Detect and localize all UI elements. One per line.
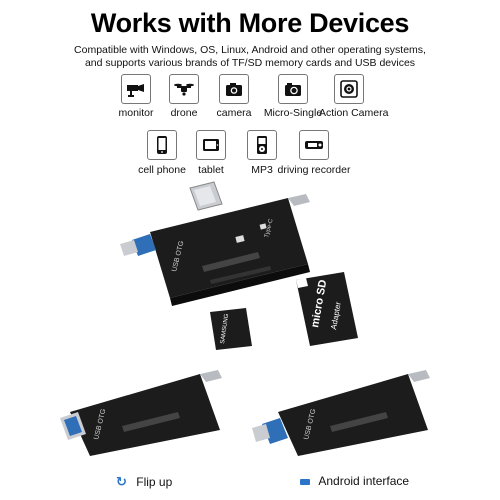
device-label-driving-recorder: driving recorder — [277, 164, 351, 176]
android-interface-caption: Android interface — [300, 474, 409, 488]
micro-usb-connector — [120, 234, 156, 256]
camera-icon — [219, 74, 249, 104]
sd-adapter: micro SD Adapter — [296, 272, 358, 346]
device-label-action-camera: Action Camera — [319, 107, 389, 119]
flip-up-caption: ↻ Flip up — [116, 474, 172, 490]
device-label-monitor: monitor — [118, 107, 154, 119]
device-label-tablet: tablet — [198, 164, 224, 176]
action-camera-icon — [334, 74, 364, 104]
driving-recorder-icon — [299, 130, 329, 160]
tablet-icon — [196, 130, 226, 160]
device-label-micro-single: Micro-Single — [263, 107, 323, 119]
android-interface-label: Android interface — [318, 474, 410, 488]
reader-body — [150, 198, 308, 298]
drone-icon — [169, 74, 199, 104]
card-reader-android-illustration: USB OTG — [252, 370, 430, 456]
device-label-cell-phone: cell phone — [138, 164, 186, 176]
flip-arrow-icon: ↻ — [116, 474, 127, 489]
monitor-icon — [121, 74, 151, 104]
subtitle-line-2: and supports various brands of TF/SD mem… — [84, 56, 416, 69]
usb-a-connector — [189, 181, 223, 211]
type-c-label: Type-C — [264, 218, 275, 239]
android-plug-icon — [300, 478, 310, 485]
device-label-drone: drone — [170, 107, 198, 119]
card-reader-main-illustration: USB OTG Type-C micro SD Adapter SAMSUNG — [120, 181, 358, 350]
device-label-camera: camera — [216, 107, 252, 119]
micro-single-camera-icon — [278, 74, 308, 104]
subtitle-line-1: Compatible with Windows, OS, Linux, Andr… — [74, 44, 426, 56]
mp3-player-icon — [247, 130, 277, 160]
compatibility-description: Compatible with Windows, OS, Linux, Andr… — [20, 44, 480, 69]
device-label-mp3: MP3 — [251, 164, 273, 176]
samsung-label: SAMSUNG — [220, 313, 230, 344]
micro-sd-card: SAMSUNG — [210, 308, 252, 350]
flip-up-label: Flip up — [136, 475, 173, 489]
card-reader-flip-up-illustration: USB OTG — [60, 370, 222, 456]
cell-phone-icon — [147, 130, 177, 160]
page-title: Works with More Devices — [90, 8, 410, 38]
